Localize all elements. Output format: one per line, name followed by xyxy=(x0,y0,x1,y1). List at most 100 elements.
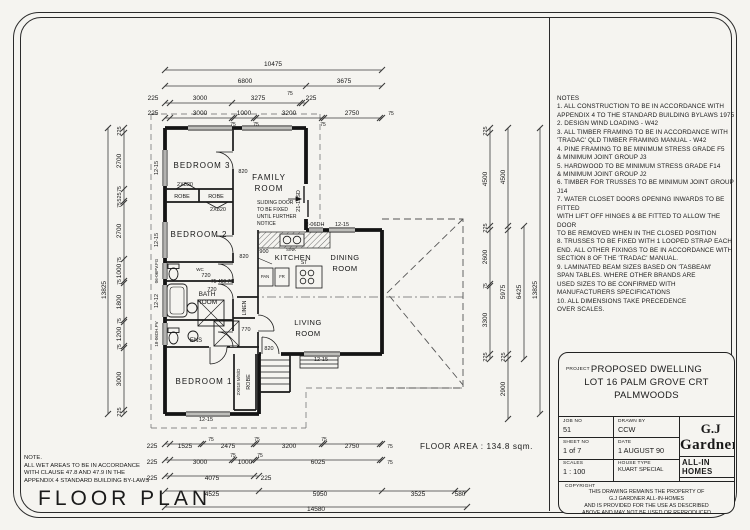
plan-label: 75 xyxy=(117,257,123,263)
plan-label: 75 xyxy=(253,122,259,128)
plan-label: 1000 xyxy=(238,459,253,466)
plan-label: 2750 xyxy=(345,443,360,450)
house-type-cell: HOUSE TYPE KUART SPECIAL xyxy=(614,459,680,481)
date-label: DATE xyxy=(618,439,632,445)
plan-label: 1525 xyxy=(178,443,193,450)
job-no-value: 51 xyxy=(563,424,572,434)
plan-label: 225 xyxy=(483,126,489,135)
plan-label: 2750 xyxy=(345,110,360,117)
plan-label: 900 xyxy=(259,249,268,255)
plan-label: 12-15 xyxy=(335,222,349,228)
plan-label: 5950 xyxy=(313,491,328,498)
logo-gardner: Gardner. xyxy=(680,436,734,453)
room-label-linen: LINEN xyxy=(242,300,248,315)
doors xyxy=(175,151,281,365)
plan-label: 75 xyxy=(117,344,123,350)
plan-label: 2X820 xyxy=(177,182,193,188)
copyright-section: COPYRIGHT THIS DRAWING REMAINS THE PROPE… xyxy=(559,482,734,513)
plan-label: 75 xyxy=(287,91,293,97)
plan-label: 4075 xyxy=(205,475,220,482)
plan-label: 2X818 M/S/D xyxy=(236,368,241,396)
builder-logo: G.J Gardner. ALL-IN HOMES xyxy=(680,417,734,481)
plan-label: 12-15 xyxy=(154,161,160,175)
plan-label: 12-12 xyxy=(154,294,160,308)
plan-label: 3000 xyxy=(193,110,208,117)
plan-label: 225 xyxy=(148,110,159,117)
plan-label: 1000 xyxy=(237,110,252,117)
plan-label: 12-15 xyxy=(199,417,213,423)
plan-label: 770 xyxy=(241,327,250,333)
plan-label: 720 xyxy=(207,287,216,293)
room-label-robe1: ROBE xyxy=(174,194,190,200)
plan-label: 75 450 75 xyxy=(211,279,233,285)
date-cell: DATE 1 AUGUST 90 xyxy=(614,438,680,460)
plan-label: UNTIL FURTHER xyxy=(257,214,297,220)
plan-label: 225 xyxy=(261,475,272,482)
project-name: PROPOSED DWELLING LOT 16 PALM GROVE CRT … xyxy=(584,364,709,401)
plan-label: 225 xyxy=(501,352,507,361)
plan-label: 75 xyxy=(387,444,393,450)
plan-label: 580 xyxy=(455,491,466,498)
plan-label: 75 xyxy=(208,437,214,443)
interior-walls xyxy=(165,128,291,411)
patio-outline xyxy=(382,218,464,389)
room-label-dining: DINING xyxy=(330,253,359,262)
plan-label: 4500 xyxy=(500,169,507,184)
project-label: PROJECT xyxy=(566,367,590,372)
plan-label: 6425 xyxy=(516,284,523,299)
drawn-by-label: DRAWN BY xyxy=(618,418,646,424)
plan-label: 75 xyxy=(230,122,236,128)
eaves-outline xyxy=(150,113,463,429)
plan-label: 820 xyxy=(264,346,273,352)
plan-label: 225 xyxy=(117,407,123,416)
plan-label: 13825 xyxy=(532,281,539,299)
room-label-ens: ENS xyxy=(190,338,202,344)
plan-label: TO BE FIXED xyxy=(257,207,288,213)
plan-label: 2X820 xyxy=(210,207,226,213)
bathroom-fixtures xyxy=(166,263,240,347)
stove xyxy=(295,265,323,289)
plan-label: 1800 xyxy=(116,294,123,309)
plan-label: 75 xyxy=(483,283,489,289)
drawn-by-value: CCW xyxy=(618,424,636,434)
project-section: PROJECT PROPOSED DWELLING LOT 16 PALM GR… xyxy=(559,364,734,417)
plan-label: 225 xyxy=(117,126,123,135)
plan-label: 3000 xyxy=(193,459,208,466)
room-label-bath: BATH xyxy=(199,291,216,298)
plan-label: 225 xyxy=(147,459,158,466)
plan-label: 3000 xyxy=(116,371,123,386)
basin-icon xyxy=(186,302,198,314)
plan-label: 225 xyxy=(148,95,159,102)
plan-label: 75 xyxy=(230,453,236,459)
room-label-dining2: ROOM xyxy=(332,264,357,273)
plan-label: ST xyxy=(301,260,307,266)
room-label-robe2: ROBE xyxy=(208,194,224,200)
title-block: PROJECT PROPOSED DWELLING LOT 16 PALM GR… xyxy=(558,352,735,514)
plan-label: 14580 xyxy=(307,506,325,513)
sink-bowl-icon xyxy=(292,235,302,245)
plan-label: 225 xyxy=(147,475,158,482)
plan-label: 75 xyxy=(320,122,326,128)
plan-label: 3275 xyxy=(251,95,266,102)
plan-label: 3525 xyxy=(411,491,426,498)
wet-areas-note: NOTE. ALL WET AREAS TO BE IN ACCORDANCE … xyxy=(24,455,150,485)
room-label-bedroom1: BEDROOM 1 xyxy=(175,377,232,386)
stairs xyxy=(259,359,290,385)
plan-label: 3200 xyxy=(282,110,297,117)
logo-allin-homes: ALL-IN HOMES xyxy=(680,455,734,478)
toilet-icon xyxy=(168,331,179,345)
plan-label: 3000 xyxy=(193,95,208,102)
plan-label: 75 xyxy=(117,202,123,208)
plan-label: 720 xyxy=(201,273,210,279)
room-label-bedroom2: BEDROOM 2 xyxy=(170,230,227,239)
plan-label: 225 xyxy=(483,352,489,361)
plan-label: 1200 xyxy=(116,326,123,341)
plan-label: 2475 xyxy=(221,443,236,450)
toilet-cistern-icon xyxy=(167,327,180,333)
floor-area-label: FLOOR AREA : 134.8 sqm. xyxy=(420,442,533,451)
toilet-cistern-icon xyxy=(167,263,180,269)
plan-label: SLIDING DOOR xyxy=(257,200,294,206)
plan-label: 75 xyxy=(254,437,260,443)
